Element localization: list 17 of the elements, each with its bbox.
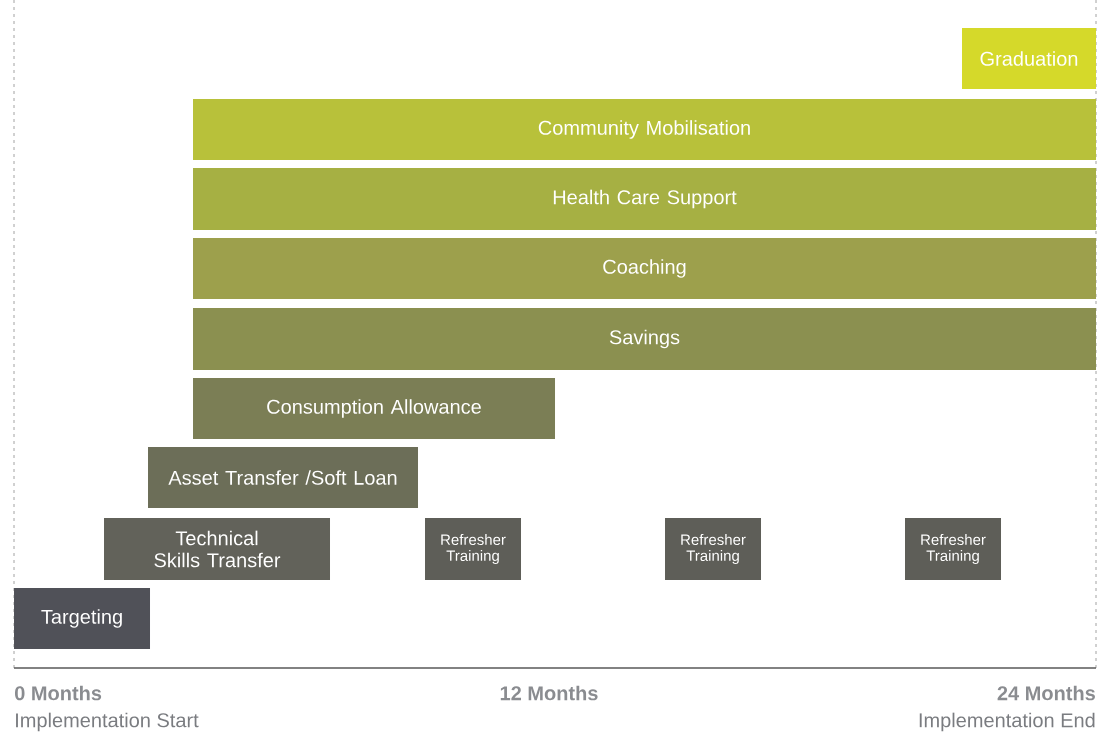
axis-label: Implementation End [919,712,1095,732]
timeline-bar: Refresher Training [905,518,1001,580]
timeline-bar: Refresher Training [665,518,761,580]
timeline-bar: Savings [193,308,1096,370]
timeline-bar: Targeting [14,588,150,649]
timeline-bar: Refresher Training [425,518,521,580]
timeline-bar: Health Care Support [193,168,1096,230]
timeline-bar: Graduation [962,28,1096,89]
axis-label: 0 Months [15,685,102,701]
axis-label: Implementation Start [16,712,199,732]
axis-label: 12 Months [500,685,598,701]
timeline-bar: Consumption Allowance [193,378,555,439]
timeline-bar: Coaching [193,238,1096,299]
axis-label: 24 Months [997,685,1095,701]
timeline-bar: Community Mobilisation [193,99,1096,160]
timeline-bar: Asset Transfer /Soft Loan [148,447,418,508]
timeline-bar: Technical Skills Transfer [104,518,330,580]
